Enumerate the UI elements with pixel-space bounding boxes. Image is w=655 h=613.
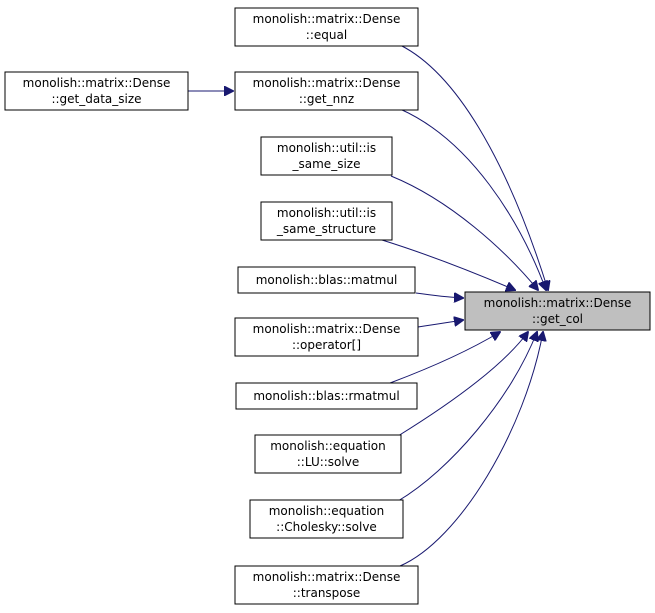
node-box bbox=[4, 71, 189, 111]
node-box bbox=[237, 266, 416, 294]
node-label-line1: monolish::util::is bbox=[277, 206, 376, 220]
node-label-line2: ::get_data_size bbox=[51, 92, 141, 106]
node-box bbox=[249, 499, 404, 539]
edge-equal-to-get_col bbox=[399, 44, 548, 290]
edge-matmul-to-get_col bbox=[415, 292, 463, 298]
nodes-layer: monolish::matrix::Dense::equalmonolish::… bbox=[4, 7, 651, 605]
node-label-line1: monolish::equation bbox=[269, 504, 385, 518]
edge-is_same_size-to-get_col bbox=[390, 175, 538, 290]
node-label-line2: _same_size bbox=[292, 157, 361, 171]
edge-is_same_structure-to-get_col bbox=[381, 239, 515, 290]
node-label-line1: monolish::matrix::Dense bbox=[253, 76, 401, 90]
node-box bbox=[234, 565, 419, 605]
node-label: monolish::blas::matmul bbox=[256, 273, 398, 287]
node-rmatmul[interactable]: monolish::blas::rmatmul bbox=[235, 382, 418, 410]
node-label-line1: monolish::matrix::Dense bbox=[484, 296, 632, 310]
node-box bbox=[234, 317, 419, 357]
node-label-line1: monolish::matrix::Dense bbox=[253, 570, 401, 584]
node-label-line1: monolish::matrix::Dense bbox=[253, 12, 401, 26]
node-lu_solve[interactable]: monolish::equation::LU::solve bbox=[254, 434, 402, 474]
node-label-line2: _same_structure bbox=[276, 222, 376, 236]
node-label-line2: ::transpose bbox=[293, 586, 361, 600]
node-label: monolish::blas::rmatmul bbox=[253, 389, 399, 403]
node-box bbox=[260, 136, 393, 176]
node-is_same_structure[interactable]: monolish::util::is_same_structure bbox=[260, 201, 393, 241]
node-label-line2: ::get_nnz bbox=[299, 92, 354, 106]
node-equal[interactable]: monolish::matrix::Dense::equal bbox=[234, 7, 419, 47]
node-cholesky_solve[interactable]: monolish::equation::Cholesky::solve bbox=[249, 499, 404, 539]
edge-transpose-to-get_col bbox=[399, 332, 543, 567]
edge-lu_solve-to-get_col bbox=[397, 332, 528, 437]
node-label-line1: monolish::matrix::Dense bbox=[23, 76, 171, 90]
node-is_same_size[interactable]: monolish::util::is_same_size bbox=[260, 136, 393, 176]
node-operator[interactable]: monolish::matrix::Dense::operator[] bbox=[234, 317, 419, 357]
node-box bbox=[235, 382, 418, 410]
node-label-line1: monolish::equation bbox=[270, 439, 386, 453]
edge-get_nnz-to-get_col bbox=[399, 108, 546, 290]
node-label-line2: ::equal bbox=[306, 28, 347, 42]
edges-layer bbox=[188, 44, 548, 567]
node-label-line1: monolish::util::is bbox=[277, 141, 376, 155]
node-label-line2: ::get_col bbox=[532, 312, 583, 326]
node-box bbox=[464, 291, 651, 331]
node-box bbox=[234, 7, 419, 47]
node-label-line2: ::LU::solve bbox=[297, 455, 359, 469]
edge-operator-to-get_col bbox=[417, 320, 463, 328]
node-box bbox=[260, 201, 393, 241]
node-target-get_col[interactable]: monolish::matrix::Dense::get_col bbox=[464, 291, 651, 331]
edge-rmatmul-to-get_col bbox=[389, 332, 500, 384]
node-label-line2: ::Cholesky::solve bbox=[276, 520, 377, 534]
edge-cholesky_solve-to-get_col bbox=[397, 332, 537, 502]
node-transpose[interactable]: monolish::matrix::Dense::transpose bbox=[234, 565, 419, 605]
node-get_nnz[interactable]: monolish::matrix::Dense::get_nnz bbox=[234, 71, 419, 111]
node-label-line2: ::operator[] bbox=[292, 338, 361, 352]
node-get_data_size[interactable]: monolish::matrix::Dense::get_data_size bbox=[4, 71, 189, 111]
node-matmul[interactable]: monolish::blas::matmul bbox=[237, 266, 416, 294]
node-box bbox=[234, 71, 419, 111]
node-box bbox=[254, 434, 402, 474]
node-label-line1: monolish::matrix::Dense bbox=[253, 322, 401, 336]
